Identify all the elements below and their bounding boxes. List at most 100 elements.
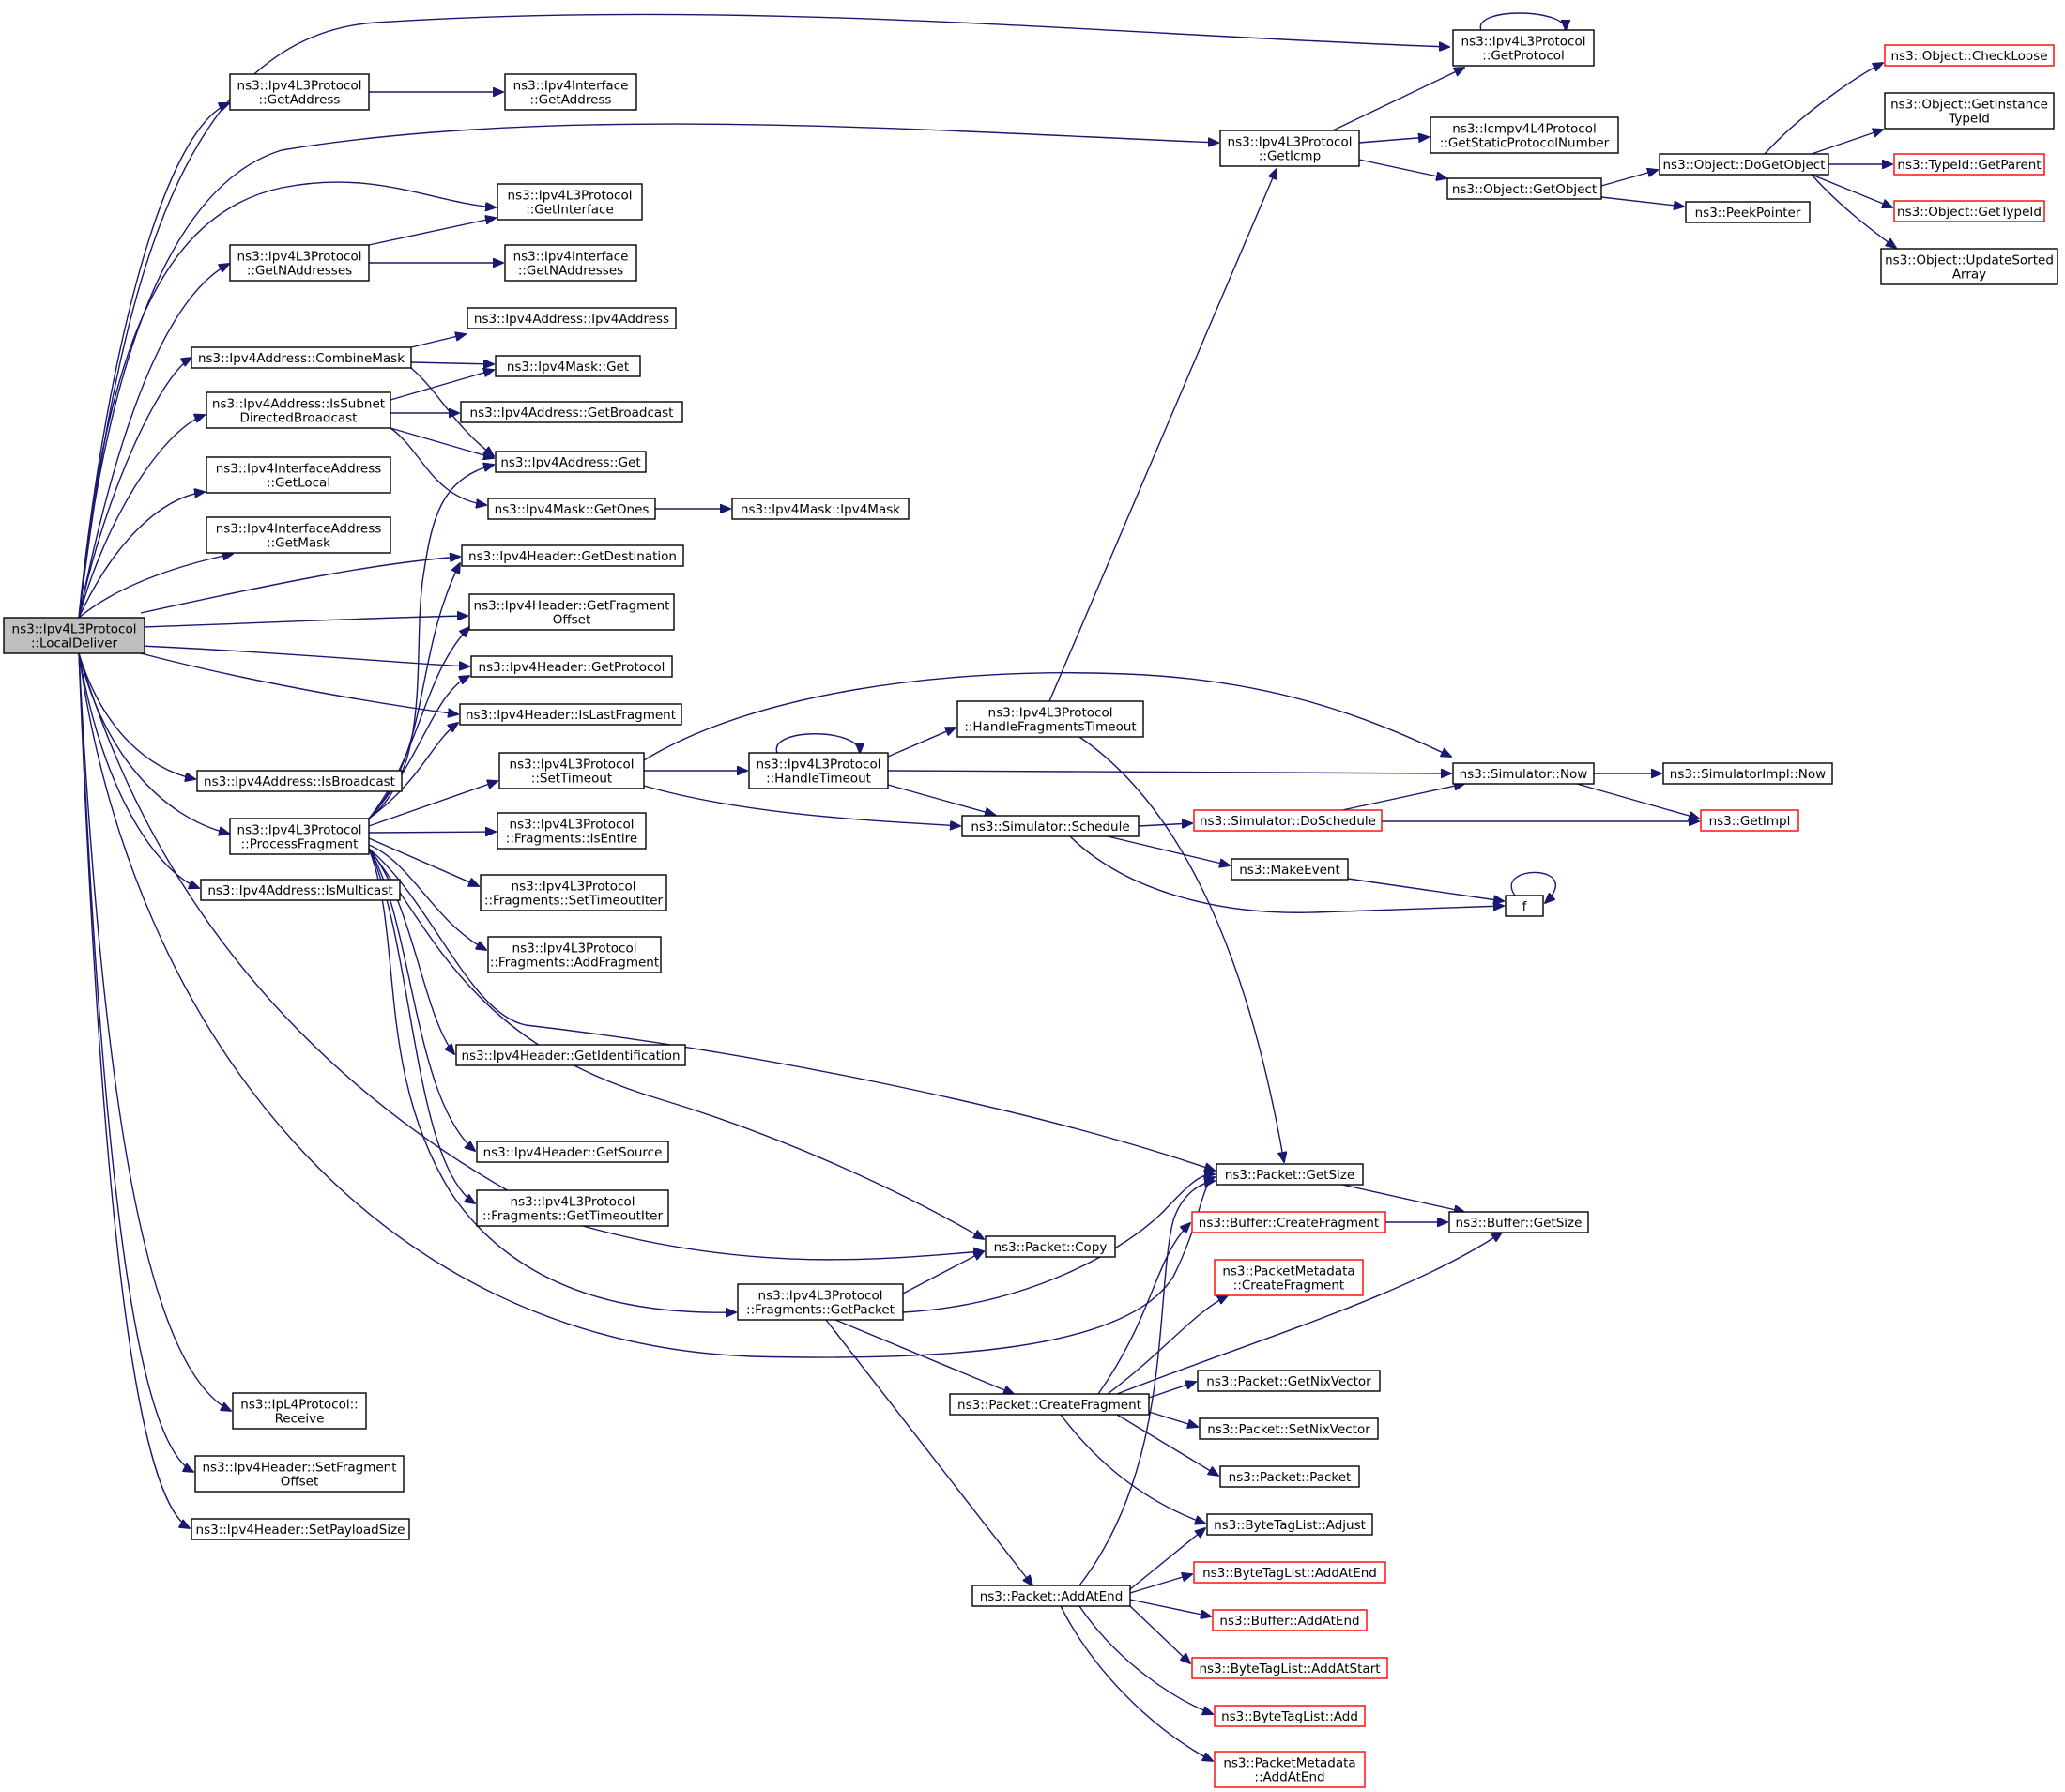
node-addrGetBroadcast[interactable]: ns3::Ipv4Address::GetBroadcast [460,401,683,423]
edge-fragGetPacket-to-pktCreateFragment [834,1319,1014,1394]
node-btlAdd[interactable]: ns3::ByteTagList::Add [1214,1705,1366,1727]
edge-getIcmp-to-getProtocol [1332,68,1464,131]
node-addrCtor[interactable]: ns3::Ipv4Address::Ipv4Address [467,307,677,329]
node-hdrIsLastFragment[interactable]: ns3::Ipv4Header::IsLastFragment [459,703,682,726]
node-pktCtor[interactable]: ns3::Packet::Packet [1219,1465,1360,1488]
edge-isSubnetDirBcast-to-maskGet [390,370,494,401]
node-label: ::HandleTimeout [766,772,871,787]
node-maskCtor[interactable]: ns3::Ipv4Mask::Ipv4Mask [731,498,910,520]
node-pktCopy[interactable]: ns3::Packet::Copy [985,1235,1116,1258]
node-label: ::Fragments::GetPacket [746,1303,895,1318]
node-icmpStaticNum[interactable]: ns3::Icmpv4L4Protocol::GetStaticProtocol… [1430,116,1619,154]
node-label: ns3::Packet::GetNixVector [1206,1374,1371,1389]
node-pmCreateFragment[interactable]: ns3::PacketMetadata::CreateFragment [1214,1259,1364,1296]
node-label: ns3::Ipv4Address::CombineMask [198,351,405,366]
node-fragIsEntire[interactable]: ns3::Ipv4L3Protocol::Fragments::IsEntire [497,812,647,850]
node-addrIsMulticast[interactable]: ns3::Ipv4Address::IsMulticast [200,879,401,901]
node-pktSetNixVector[interactable]: ns3::Packet::SetNixVector [1199,1417,1379,1440]
node-box [1214,1705,1366,1727]
node-makeEvent[interactable]: ns3::MakeEvent [1231,858,1349,881]
node-ifAddrGetMask[interactable]: ns3::Ipv4InterfaceAddress::GetMask [206,516,391,554]
node-btlAddAtStart[interactable]: ns3::ByteTagList::AddAtStart [1191,1657,1388,1679]
node-hdrGetDestination[interactable]: ns3::Ipv4Header::GetDestination [461,544,684,567]
node-label: ns3::Ipv4L3Protocol [510,758,635,773]
node-ifGetAddress[interactable]: ns3::Ipv4Interface::GetAddress [504,73,637,111]
edge-processFragment-to-hdrIsLastFragment [368,723,458,819]
node-simSchedule[interactable]: ns3::Simulator::Schedule [961,815,1140,837]
node-hdrGetSource[interactable]: ns3::Ipv4Header::GetSource [476,1141,669,1163]
node-pktCreateFragment[interactable]: ns3::Packet::CreateFragment [949,1393,1150,1416]
node-pktGetNixVector[interactable]: ns3::Packet::GetNixVector [1197,1370,1381,1392]
node-label: ::GetAddress [530,93,612,108]
node-label: ns3::Ipv4Header::GetDestination [468,549,677,564]
node-doGetObject[interactable]: ns3::Object::DoGetObject [1659,153,1829,176]
node-label: ns3::Icmpv4L4Protocol [1452,122,1597,137]
node-label: ns3::TypeId::GetParent [1897,158,2041,173]
edge-processFragment-to-fragIsEntire [368,832,496,833]
node-combineMask[interactable]: ns3::Ipv4Address::CombineMask [191,346,412,369]
node-root[interactable]: ns3::Ipv4L3Protocol::LocalDeliver [3,617,145,654]
node-ifGetNAddresses[interactable]: ns3::Ipv4Interface::GetNAddresses [504,244,637,282]
node-hdrSetPayloadSize[interactable]: ns3::Ipv4Header::SetPayloadSize [191,1518,410,1540]
node-btlAddAtEnd[interactable]: ns3::ByteTagList::AddAtEnd [1193,1561,1386,1584]
node-addrIsBroadcast[interactable]: ns3::Ipv4Address::IsBroadcast [196,770,403,792]
edge-doGetObject-to-updateSortedArray [1811,174,1896,248]
node-objGetObject[interactable]: ns3::Object::GetObject [1446,177,1602,200]
node-fragGetTimeoutIter[interactable]: ns3::Ipv4L3Protocol::Fragments::GetTimeo… [476,1189,669,1227]
node-handleFragTimeout[interactable]: ns3::Ipv4L3Protocol::HandleFragmentsTime… [956,700,1144,738]
node-label: ::HandleFragmentsTimeout [964,720,1136,735]
edge-handleTimeout-to-handleTimeout [775,733,860,753]
node-fragGetPacket[interactable]: ns3::Ipv4L3Protocol::Fragments::GetPacke… [737,1283,904,1321]
node-getProtocol[interactable]: ns3::Ipv4L3Protocol::GetProtocol [1452,29,1595,67]
node-l3GetInterface[interactable]: ns3::Ipv4L3Protocol::GetInterface [497,183,643,221]
node-objGetTypeId[interactable]: ns3::Object::GetTypeId [1893,200,2045,222]
node-hdrGetProtocol[interactable]: ns3::Ipv4Header::GetProtocol [470,655,673,678]
node-bufGetSize[interactable]: ns3::Buffer::GetSize [1448,1211,1589,1233]
node-fragAddFragment[interactable]: ns3::Ipv4L3Protocol::Fragments::AddFragm… [487,936,662,973]
edge-root-to-hdrSetFragOffset [78,652,193,1472]
node-isSubnetDirBcast[interactable]: ns3::Ipv4Address::IsSubnetDirectedBroadc… [206,391,391,429]
node-getImpl[interactable]: ns3::GetImpl [1700,809,1799,832]
edge-pktAddAtEnd-to-btlAddAtEnd [1129,1574,1192,1594]
node-ipL4Receive[interactable]: ns3::IpL4Protocol::Receive [232,1392,367,1430]
node-getIcmp[interactable]: ns3::Ipv4L3Protocol::GetIcmp [1219,130,1360,167]
node-label: f [1522,899,1528,914]
node-handleTimeout[interactable]: ns3::Ipv4L3Protocol::HandleTimeout [748,752,889,789]
node-ifAddrGetLocal[interactable]: ns3::Ipv4InterfaceAddress::GetLocal [206,456,391,494]
node-processFragment[interactable]: ns3::Ipv4L3Protocol::ProcessFragment [229,818,370,855]
node-bufAddAtEnd[interactable]: ns3::Buffer::AddAtEnd [1212,1609,1368,1631]
node-maskGet[interactable]: ns3::Ipv4Mask::Get [495,355,641,377]
edge-setTimeout-to-simSchedule [643,785,960,826]
node-setTimeout[interactable]: ns3::Ipv4L3Protocol::SetTimeout [498,752,645,789]
node-addrGet[interactable]: ns3::Ipv4Address::Get [495,451,647,473]
node-pktGetSize[interactable]: ns3::Packet::GetSize [1216,1163,1364,1186]
node-box [1880,248,2058,285]
node-pmAddAtEnd[interactable]: ns3::PacketMetadata::AddAtEnd [1214,1751,1366,1788]
node-fragSetTimeoutIter[interactable]: ns3::Ipv4L3Protocol::Fragments::SetTimeo… [480,874,667,911]
node-checkLoose[interactable]: ns3::Object::CheckLoose [1884,44,2055,67]
node-l3GetAddress[interactable]: ns3::Ipv4L3Protocol::GetAddress [229,73,370,111]
node-pktAddAtEnd[interactable]: ns3::Packet::AddAtEnd [971,1585,1131,1607]
node-simDoSchedule[interactable]: ns3::Simulator::DoSchedule [1193,809,1383,832]
node-simNow[interactable]: ns3::Simulator::Now [1452,762,1595,785]
node-label: ns3::Ipv4L3Protocol [758,1289,883,1304]
node-btlAdjust[interactable]: ns3::ByteTagList::Adjust [1206,1513,1373,1536]
node-label: Receive [275,1412,325,1427]
node-l3GetNAddresses[interactable]: ns3::Ipv4L3Protocol::GetNAddresses [229,244,370,282]
node-simImplNow[interactable]: ns3::SimulatorImpl::Now [1662,762,1833,785]
node-hdrGetIdentification[interactable]: ns3::Ipv4Header::GetIdentification [455,1044,686,1066]
node-maskGetOnes[interactable]: ns3::Ipv4Mask::GetOnes [487,498,656,520]
edge-doGetObject-to-checkLoose [1764,63,1883,155]
edge-getProtocol-to-getProtocol [1479,12,1566,30]
node-box [1216,1163,1364,1186]
node-box [1893,200,2045,222]
node-peekPointer[interactable]: ns3::PeekPointer [1685,201,1811,223]
node-bufCreateFragment[interactable]: ns3::Buffer::CreateFragment [1191,1211,1386,1233]
node-typeIdGetParent[interactable]: ns3::TypeId::GetParent [1893,153,2045,176]
node-box [232,1392,367,1430]
node-f[interactable]: f [1505,895,1544,917]
